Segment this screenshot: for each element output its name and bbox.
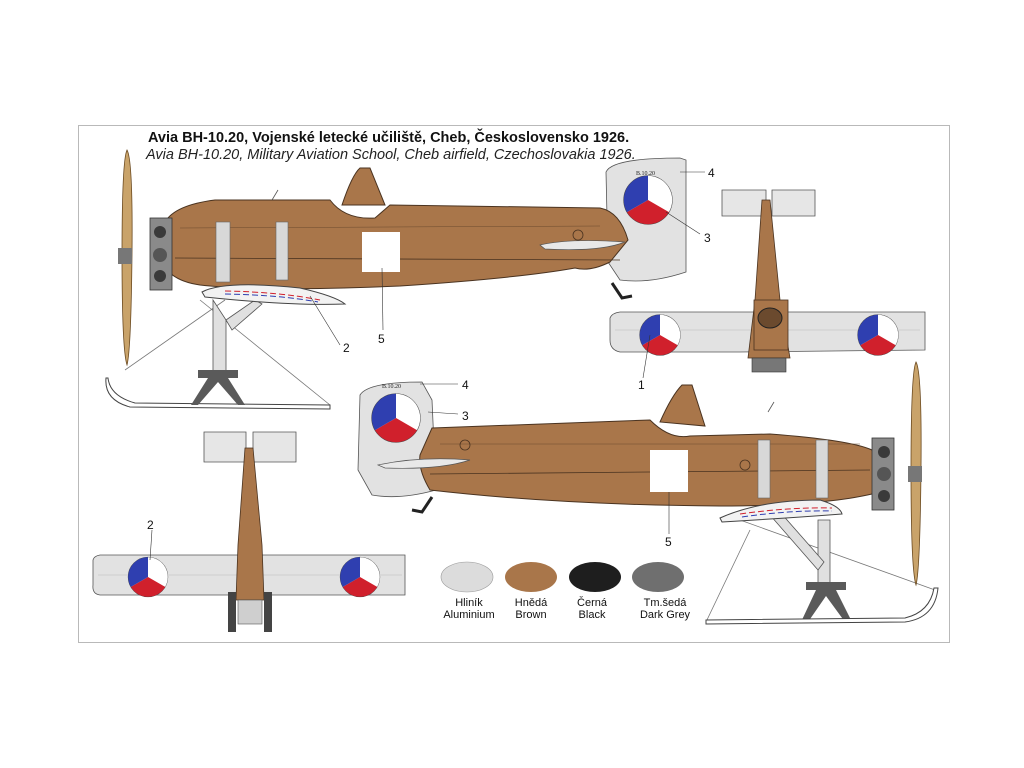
color-legend xyxy=(440,561,684,593)
roundel-icon xyxy=(127,556,169,598)
code-square xyxy=(362,232,400,272)
title-czech: Avia BH-10.20, Vojenské letecké učiliště… xyxy=(148,130,630,146)
roundel-icon xyxy=(857,314,899,356)
callout-4: 4 xyxy=(708,166,715,180)
legend-label-dark-grey: Tm.šedá Dark Grey xyxy=(639,597,691,621)
plan-view-bottom xyxy=(92,431,406,632)
roundel-icon xyxy=(371,393,421,443)
engine-icon xyxy=(149,217,173,291)
swatch-black xyxy=(569,562,621,592)
callout-numbers: 4 3 2 5 1 4 3 5 2 xyxy=(147,166,715,549)
engine-icon xyxy=(871,437,895,511)
callout-leaders xyxy=(149,171,705,561)
callout-2: 2 xyxy=(343,341,350,355)
callout-2: 2 xyxy=(147,518,154,532)
callout-3: 3 xyxy=(462,409,469,423)
legend-label-aluminium: Hliník Aluminium xyxy=(443,597,495,621)
drawing-frame xyxy=(78,125,950,643)
callout-3: 3 xyxy=(704,231,711,245)
callout-1: 1 xyxy=(638,378,645,392)
side-profile-top: B.10.20 xyxy=(105,149,687,410)
roundel-icon xyxy=(639,314,681,356)
legend-label-brown: Hnědá Brown xyxy=(514,597,548,621)
propeller-icon xyxy=(908,361,922,587)
swatch-dark-grey xyxy=(632,562,684,592)
swatch-brown xyxy=(505,562,557,592)
swatch-aluminium xyxy=(440,561,494,593)
legend-label-black: Černá Black xyxy=(577,597,607,621)
roundel-icon xyxy=(623,175,673,225)
registration-marking: B.10.20 xyxy=(636,171,655,177)
callout-4: 4 xyxy=(462,378,469,392)
registration-marking: B.10.20 xyxy=(382,384,401,390)
roundel-icon xyxy=(339,556,381,598)
code-square xyxy=(650,450,688,492)
plan-view-top xyxy=(609,189,926,373)
propeller-icon xyxy=(118,149,133,367)
side-profile-bottom: B.10.20 xyxy=(357,361,939,625)
callout-5: 5 xyxy=(665,535,672,549)
callout-5: 5 xyxy=(378,332,385,346)
title-english: Avia BH-10.20, Military Aviation School,… xyxy=(146,147,636,163)
